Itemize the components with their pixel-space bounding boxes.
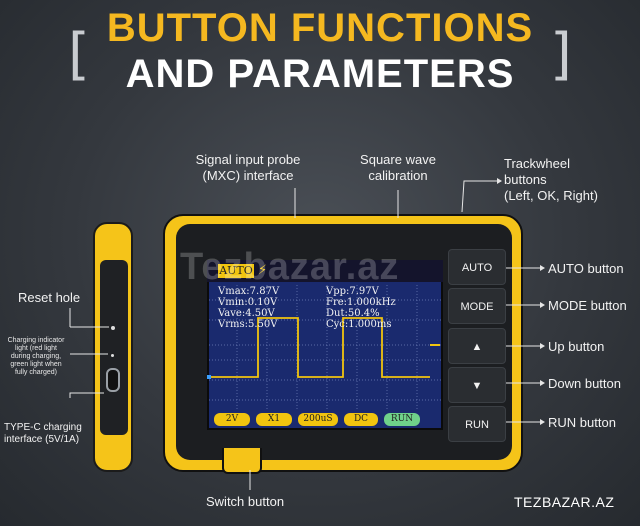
meas-fre: Fre:1.000kHz — [326, 297, 396, 308]
meas-vpp: Vpp:7.97V — [326, 286, 379, 297]
label-probe: Signal input probe (MXC) interface — [195, 152, 301, 183]
up-key[interactable]: ▲ — [448, 328, 506, 364]
watermark-center: Tezbazar.az — [180, 246, 400, 288]
label-typec: TYPE-C charging interface (5V/1A) — [4, 422, 82, 445]
square-waveform — [210, 317, 430, 378]
meas-dut: Dut:50.4% — [326, 308, 380, 319]
title-line-2: AND PARAMETERS — [125, 52, 515, 96]
label-switch-button: Switch button — [206, 494, 285, 509]
label-charging-indicator: Charging indicator light (red light duri… — [7, 337, 65, 376]
typec-port-icon — [106, 368, 120, 392]
trigger-icon: ⚡ — [258, 262, 268, 277]
side-view-panel — [100, 260, 128, 435]
label-up-button: Up button — [548, 339, 605, 354]
meas-vrms: Vrms:5.50V — [218, 319, 278, 330]
screen-status-bar — [207, 260, 443, 282]
label-trackwheel: Trackwheel buttons (Left, OK, Right) — [504, 156, 598, 203]
label-reset-hole: Reset hole — [18, 290, 81, 305]
label-mode-button: MODE button — [548, 298, 627, 313]
switch-button[interactable] — [222, 448, 262, 474]
mode-key[interactable]: MODE — [448, 288, 506, 324]
meas-vave: Vave:4.50V — [218, 308, 275, 319]
auto-key[interactable]: AUTO — [448, 249, 506, 285]
auto-mode-tag: AUTO — [218, 264, 254, 278]
watermark-corner: TEZBAZAR.AZ — [514, 494, 615, 510]
label-down-button: Down button — [548, 376, 621, 391]
run-status-button[interactable]: RUN — [384, 413, 420, 426]
meas-vmax: Vmax:7.87V — [218, 286, 280, 297]
run-key[interactable]: RUN — [448, 406, 506, 442]
meas-cyc: Cyc:1.000ms — [326, 319, 392, 330]
volt-div-button[interactable]: 2V — [214, 413, 250, 426]
left-bracket: [ — [68, 22, 90, 87]
coupling-button[interactable]: DC — [344, 413, 378, 426]
reset-hole — [111, 326, 115, 330]
label-auto-button: AUTO button — [548, 261, 624, 276]
probe-multiplier-button[interactable]: X1 — [256, 413, 292, 426]
charging-indicator-light — [111, 354, 114, 357]
right-bracket: ] — [550, 22, 572, 87]
ground-marker — [207, 375, 211, 379]
meas-vmin: Vmin:0.10V — [218, 297, 278, 308]
label-square-wave: Square wave calibration — [360, 152, 436, 183]
label-run-button: RUN button — [548, 415, 616, 430]
time-base-button[interactable]: 200uS — [298, 413, 338, 426]
title-line-1: BUTTON FUNCTIONS — [106, 6, 534, 50]
down-key[interactable]: ▼ — [448, 367, 506, 403]
